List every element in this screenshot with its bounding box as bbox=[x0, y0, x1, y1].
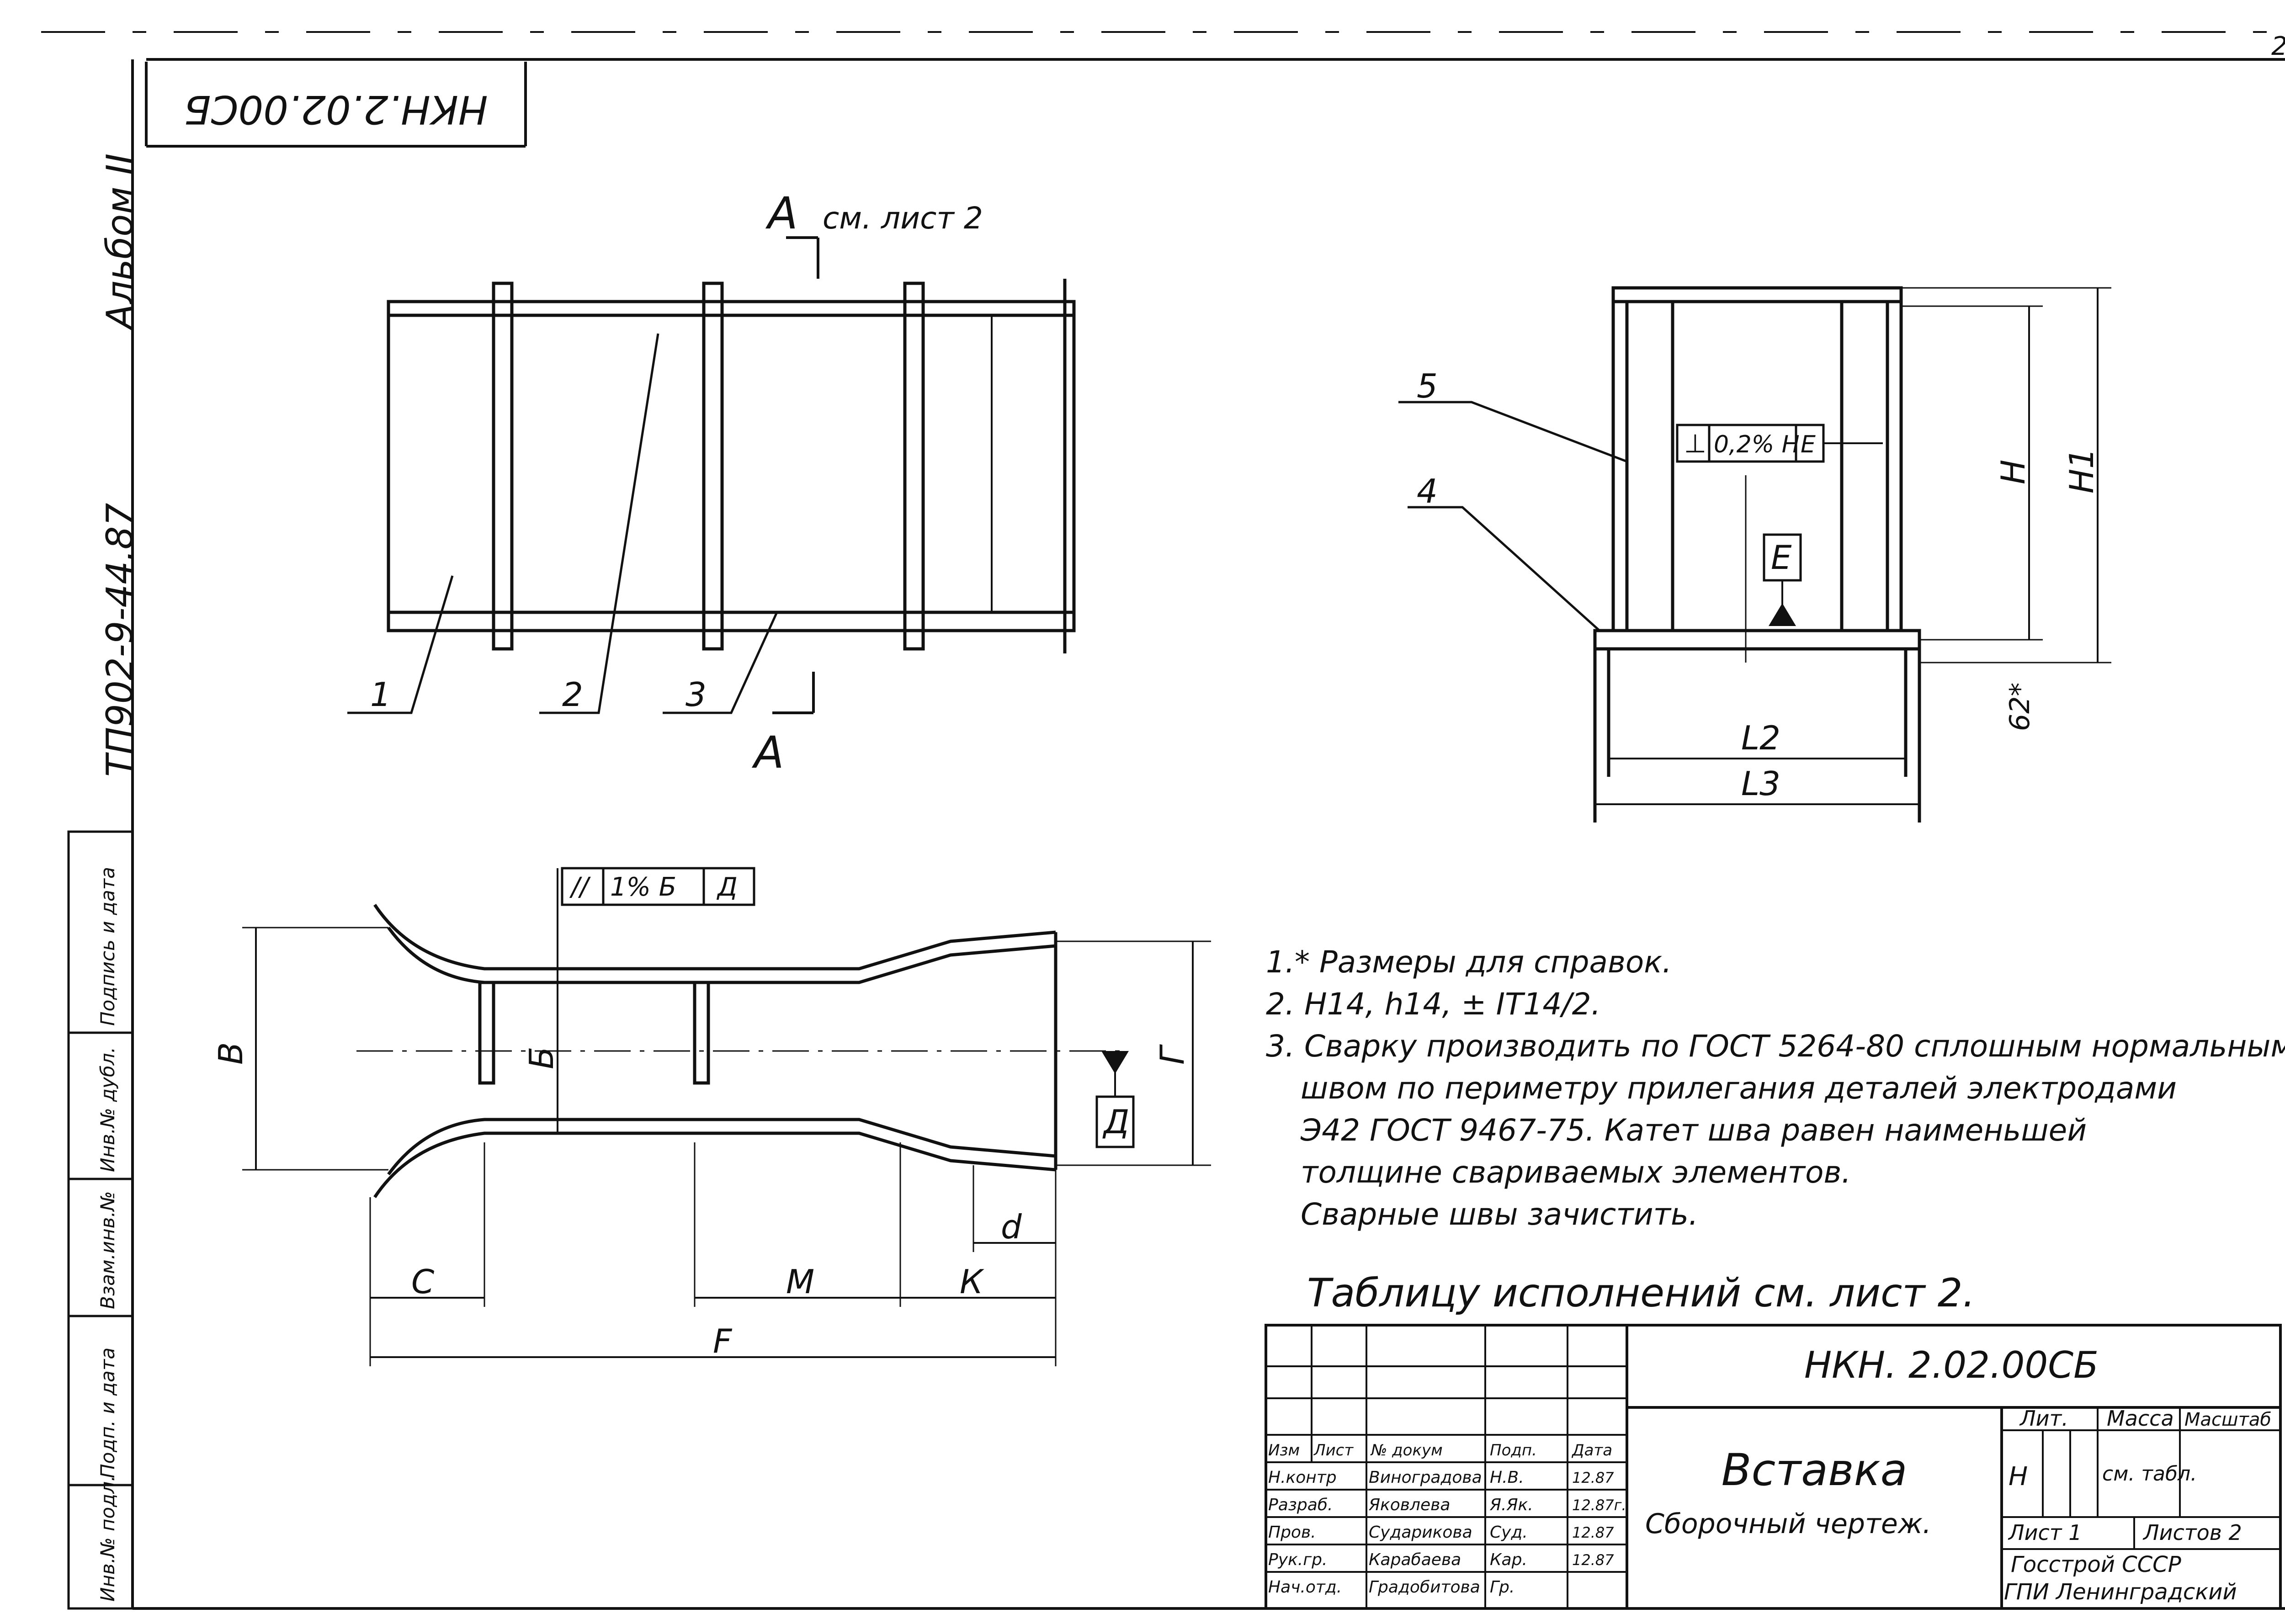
tb-row4-sign: Кар. bbox=[1490, 1550, 1527, 1569]
tb-row1-sign: Н.В. bbox=[1490, 1468, 1524, 1487]
tb-name: Вставка bbox=[1722, 1444, 1908, 1496]
callout-5: 5 bbox=[1417, 367, 1438, 405]
tb-row4-name: Карабаева bbox=[1369, 1550, 1461, 1569]
end-view bbox=[1398, 286, 2111, 823]
table-reference-note: Таблицу исполнений см. лист 2. bbox=[1307, 1270, 1975, 1316]
dim-h: Н bbox=[1994, 460, 2032, 484]
tb-row3-sign: Суд. bbox=[1490, 1523, 1528, 1542]
series-label: ТП902-9-44.87 bbox=[99, 503, 141, 777]
side-box-3: Взам.инв.№ bbox=[96, 1191, 119, 1309]
par-datum: Д bbox=[716, 872, 738, 902]
section-letter-bottom: А bbox=[751, 727, 784, 778]
note-3-line-4: толщине свариваемых элементов. bbox=[1301, 1155, 1851, 1190]
dim-m: М bbox=[786, 1263, 814, 1301]
datum-d-triangle bbox=[1101, 1051, 1129, 1074]
tb-sheets: Листов 2 bbox=[2142, 1520, 2242, 1545]
side-box-1: Подпись и дата bbox=[96, 867, 119, 1026]
tb-h-doc: № докум bbox=[1370, 1441, 1443, 1459]
tb-sheet: Лист 1 bbox=[2008, 1520, 2082, 1545]
tb-h-list: Лист bbox=[1313, 1441, 1354, 1459]
tb-lit-value: Н bbox=[2009, 1462, 2028, 1491]
tb-h-date: Дата bbox=[1571, 1441, 1612, 1459]
callout-1: 1 bbox=[370, 675, 391, 714]
tb-row2-role: Разраб. bbox=[1268, 1496, 1333, 1514]
note-1: 1.* Размеры для справок. bbox=[1266, 945, 1672, 980]
tb-row2-date: 12.87г. bbox=[1572, 1497, 1626, 1514]
section-ref: см. лист 2 bbox=[823, 201, 983, 236]
tb-doc-type: Сборочный чертеж. bbox=[1645, 1508, 1931, 1540]
dim-h1: Н1 bbox=[2062, 448, 2101, 494]
tb-h-sign: Подп. bbox=[1490, 1441, 1537, 1459]
tb-scale-label: Масштаб bbox=[2184, 1409, 2271, 1430]
tb-row5-role: Нач.отд. bbox=[1268, 1578, 1342, 1597]
callout-2: 2 bbox=[562, 675, 583, 714]
side-box-2: Инв.№ дубл. bbox=[96, 1047, 119, 1172]
note-3-line-5: Сварные швы зачистить. bbox=[1301, 1197, 1698, 1232]
tb-row5-sign: Гр. bbox=[1490, 1578, 1514, 1597]
callout-3: 3 bbox=[686, 675, 707, 714]
tb-lit-label: Лит. bbox=[2019, 1406, 2068, 1431]
technical-notes: 1.* Размеры для справок. 2. H14, h14, ± … bbox=[1266, 941, 2285, 1236]
dim-l3: L3 bbox=[1741, 764, 1780, 803]
dim-g: Г bbox=[1153, 1044, 1191, 1065]
note-3-line-2: швом по периметру прилегания деталей эле… bbox=[1301, 1071, 2177, 1106]
tb-row1-date: 12.87 bbox=[1572, 1469, 1614, 1486]
tb-row4-role: Рук.гр. bbox=[1268, 1550, 1327, 1569]
tb-row5-name: Градобитова bbox=[1369, 1578, 1480, 1597]
tb-row1-role: Н.контр bbox=[1268, 1468, 1337, 1487]
callout-4: 4 bbox=[1417, 472, 1438, 510]
album-label: Альбом II bbox=[99, 154, 141, 331]
side-box-5: Инв.№ подл. bbox=[96, 1475, 119, 1602]
dim-v: В bbox=[212, 1042, 250, 1065]
tb-row3-role: Пров. bbox=[1268, 1523, 1316, 1542]
dim-k: К bbox=[960, 1263, 984, 1301]
tb-row3-name: Сударикова bbox=[1369, 1523, 1472, 1542]
datum-e-triangle bbox=[1769, 603, 1796, 626]
tb-org2: ГПИ Ленинградский bbox=[2004, 1579, 2237, 1605]
datum-e-label: Е bbox=[1771, 538, 1792, 577]
perp-datum: Е bbox=[1801, 431, 1816, 458]
title-block-grid bbox=[1265, 1324, 2282, 1610]
tb-row4-date: 12.87 bbox=[1572, 1551, 1614, 1569]
note-2: 2. H14, h14, ± IT14/2. bbox=[1266, 987, 1601, 1022]
note-3-line-3: Э42 ГОСТ 9467-75. Катет шва равен наимен… bbox=[1301, 1113, 2087, 1148]
dim-l2: L2 bbox=[1741, 719, 1780, 757]
section-letter-top: А bbox=[765, 188, 798, 239]
note-3-line-1: 3. Сварку производить по ГОСТ 5264-80 сп… bbox=[1266, 1029, 2285, 1064]
perp-symbol: ⊥ bbox=[1684, 429, 1706, 459]
tb-mass-label: Масса bbox=[2107, 1406, 2174, 1431]
tb-row3-date: 12.87 bbox=[1572, 1524, 1614, 1541]
top-stamp: НКН.2.02.00СБ bbox=[184, 86, 488, 132]
dim-c: С bbox=[411, 1263, 435, 1301]
datum-d-label: Д bbox=[1102, 1103, 1129, 1141]
side-stamp-boxes bbox=[67, 830, 134, 1610]
dim-d: d bbox=[1001, 1208, 1022, 1246]
par-value: 1% Б bbox=[610, 872, 676, 902]
sheet-number: 20 bbox=[2271, 32, 2285, 61]
tb-mass-value: см. табл. bbox=[2102, 1462, 2197, 1486]
tb-row2-sign: Я.Як. bbox=[1489, 1496, 1533, 1514]
tb-row2-name: Яковлева bbox=[1368, 1496, 1450, 1514]
tb-h-izm: Изм bbox=[1268, 1441, 1300, 1459]
dim-b: Б bbox=[522, 1047, 561, 1069]
dim-62: 62* bbox=[2004, 683, 2036, 731]
perp-value: 0,2% Н bbox=[1714, 431, 1800, 458]
side-box-4: Подп. и дата bbox=[96, 1348, 119, 1478]
tb-row1-name: Виноградова bbox=[1369, 1468, 1482, 1487]
dim-f: F bbox=[713, 1322, 733, 1360]
tb-designation: НКН. 2.02.00СБ bbox=[1804, 1344, 2099, 1386]
par-symbol: // bbox=[569, 872, 591, 902]
front-view bbox=[347, 236, 1076, 714]
tb-org1: Госстрой СССР bbox=[2011, 1552, 2181, 1577]
plan-view bbox=[242, 867, 1211, 1366]
